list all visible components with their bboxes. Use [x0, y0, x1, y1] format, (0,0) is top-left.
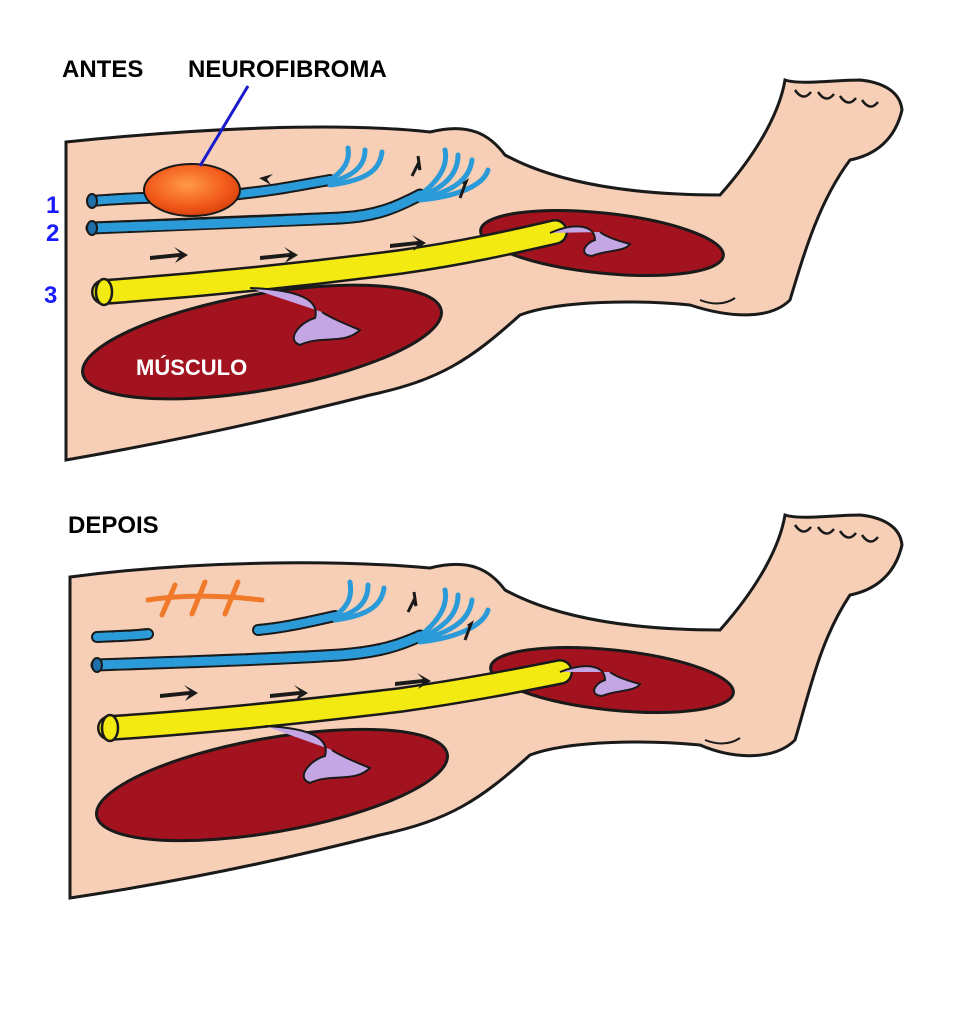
thigh-muscle-before: [81, 283, 443, 401]
after-title: DEPOIS: [68, 512, 159, 539]
toes-after: [793, 524, 879, 543]
before-title: ANTES: [62, 56, 144, 83]
neurofibroma-label: NEUROFIBROMA: [188, 56, 387, 83]
fibers-before: [327, 145, 491, 203]
leg-before-outline: [64, 78, 904, 462]
nerve-ending-thigh-after: [264, 725, 372, 785]
nerve-number-3: 3: [44, 282, 58, 309]
nerve-ending-thigh-before: [249, 287, 362, 347]
muscle-label: MÚSCULO: [136, 355, 248, 380]
nerve-number-1: 1: [46, 192, 60, 219]
flow-arrows-before: [150, 155, 470, 263]
knee-crease-after: [704, 737, 741, 745]
toes-before: [793, 89, 879, 108]
flow-arrows-after: [160, 591, 475, 701]
leg-after: [68, 513, 904, 900]
tumor-pointer-line: [198, 85, 250, 167]
neurofibroma-tumor: [143, 163, 241, 217]
nerve-number-2: 2: [46, 220, 60, 247]
nerve-ending-calf-after: [559, 665, 642, 698]
knee-crease-before: [699, 297, 736, 305]
thigh-muscle-after: [95, 727, 449, 843]
leg-before: [64, 78, 904, 462]
suture-scar: [145, 579, 265, 618]
fibers-after: [332, 579, 491, 645]
nerve-ending-calf-before: [549, 225, 632, 258]
